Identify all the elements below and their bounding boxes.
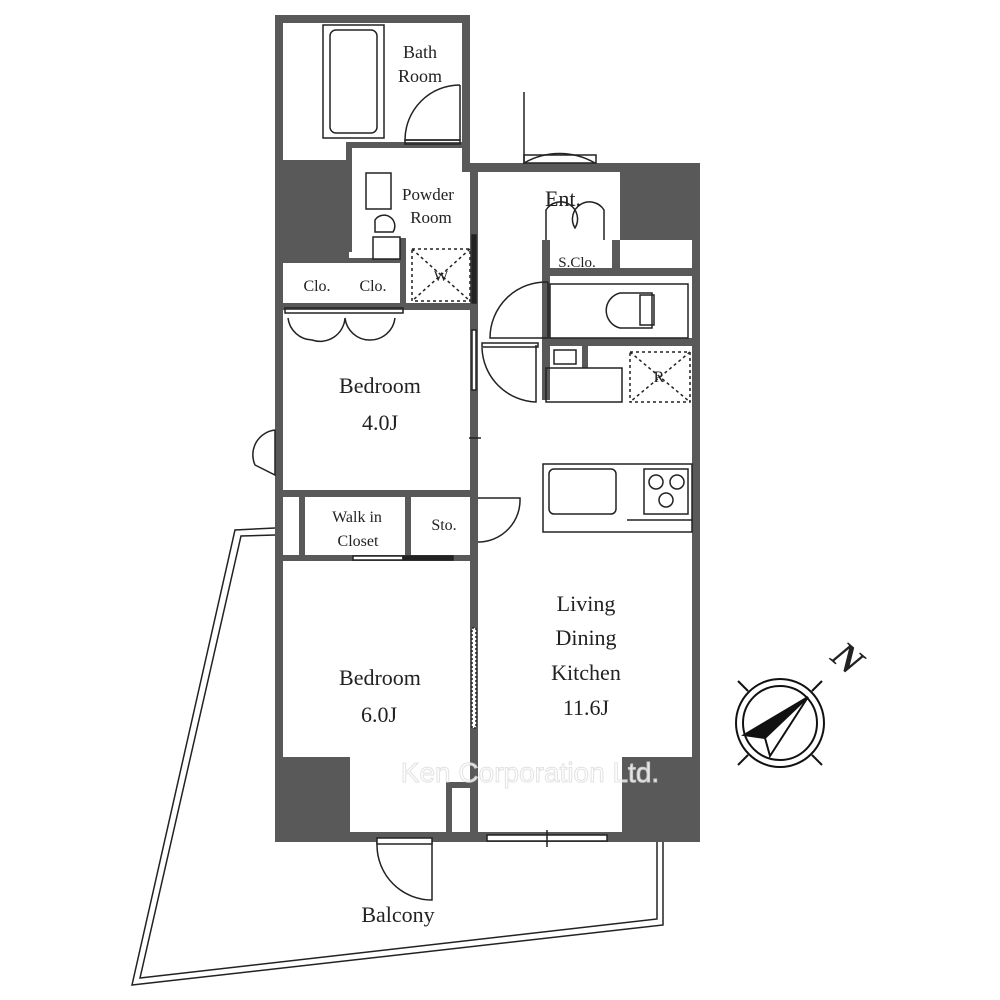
walk-in-closet-label-2: Closet bbox=[338, 533, 379, 550]
storage-label: Sto. bbox=[431, 517, 456, 534]
bedroom-1-size: 4.0J bbox=[362, 410, 399, 435]
bedroom-2-size: 6.0J bbox=[361, 702, 398, 727]
washer-label: W bbox=[434, 269, 449, 285]
balcony-outline bbox=[131, 527, 664, 986]
powder-room-label: Powder bbox=[402, 185, 454, 204]
bath-room-label-2: Room bbox=[398, 66, 442, 86]
watermark: Ken Corporation Ltd. bbox=[401, 757, 659, 788]
powder-room-label-2: Room bbox=[410, 208, 452, 227]
entrance-label: Ent. bbox=[545, 186, 581, 211]
balcony-label: Balcony bbox=[361, 902, 434, 927]
closet-1-label: Clo. bbox=[303, 278, 330, 295]
walls bbox=[275, 15, 700, 842]
room-labels: Bath Room Powder Room Ent. S.Clo. W Clo.… bbox=[303, 42, 664, 927]
closet-2-label: Clo. bbox=[359, 278, 386, 295]
ldk-label-2: Dining bbox=[555, 625, 616, 650]
walk-in-closet-label: Walk in bbox=[332, 509, 382, 526]
bedroom-1-label: Bedroom bbox=[339, 373, 421, 398]
ldk-label-3: Kitchen bbox=[551, 660, 621, 685]
ldk-label-1: Living bbox=[557, 591, 616, 616]
compass-icon bbox=[735, 678, 825, 768]
bedroom-2-label: Bedroom bbox=[339, 665, 421, 690]
fixtures bbox=[322, 24, 693, 533]
compass-north-label: N bbox=[823, 633, 873, 684]
doors[interactable] bbox=[252, 84, 608, 901]
shoe-closet-label: S.Clo. bbox=[558, 255, 596, 271]
refrigerator-label: R bbox=[654, 369, 665, 386]
bath-room-label: Bath bbox=[403, 42, 437, 62]
ldk-size: 11.6J bbox=[563, 695, 610, 720]
